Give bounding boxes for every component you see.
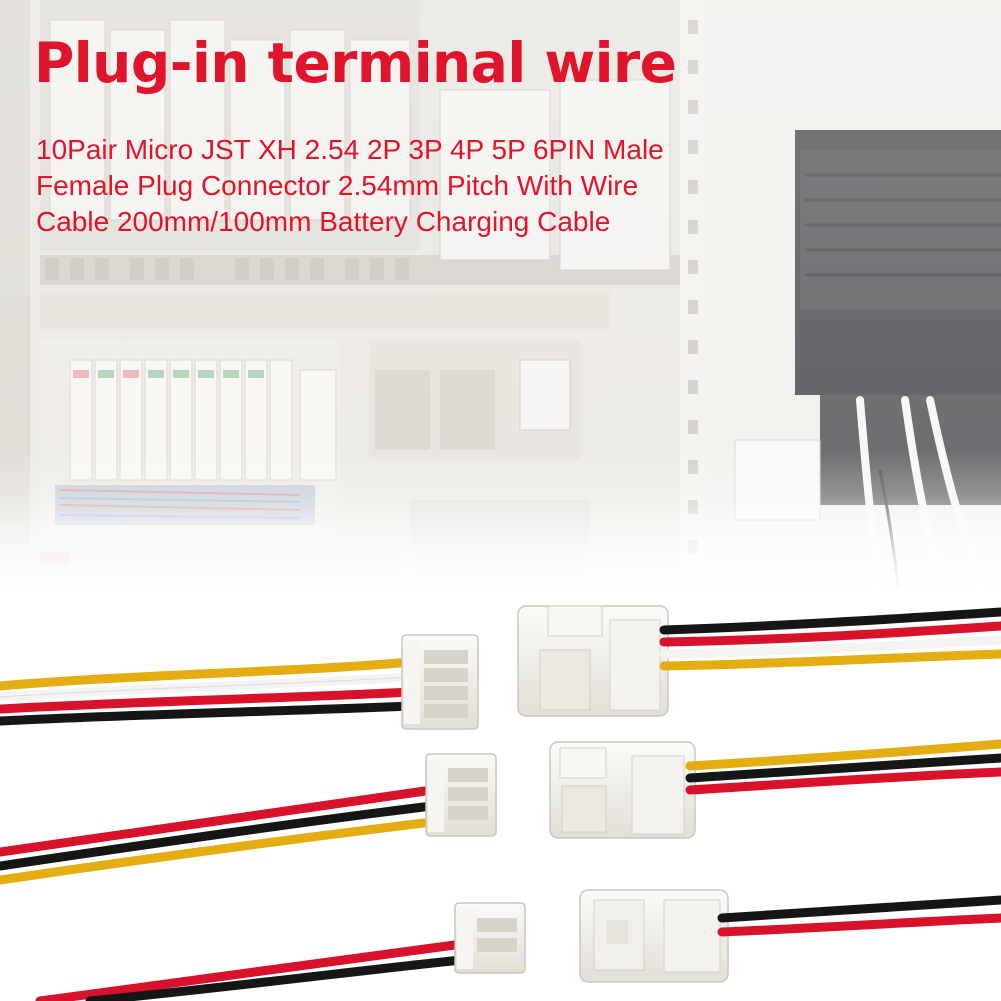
headline: Plug-in terminal wire	[34, 31, 677, 95]
subtitle-line: 10Pair Micro JST XH 2.54 2P 3P 4P 5P 6PI…	[36, 134, 664, 165]
connector-pair-4pin	[0, 605, 1001, 730]
connector-pair-2pin	[35, 889, 1001, 1001]
cabinet-background	[0, 0, 1001, 601]
subtitle-line: Female Plug Connector 2.54mm Pitch With …	[36, 170, 639, 201]
connector-pair-3pin	[0, 739, 1001, 885]
subtitle-line: Cable 200mm/100mm Battery Charging Cable	[36, 206, 611, 237]
subtitle: 10Pair Micro JST XH 2.54 2P 3P 4P 5P 6PI…	[36, 132, 736, 240]
